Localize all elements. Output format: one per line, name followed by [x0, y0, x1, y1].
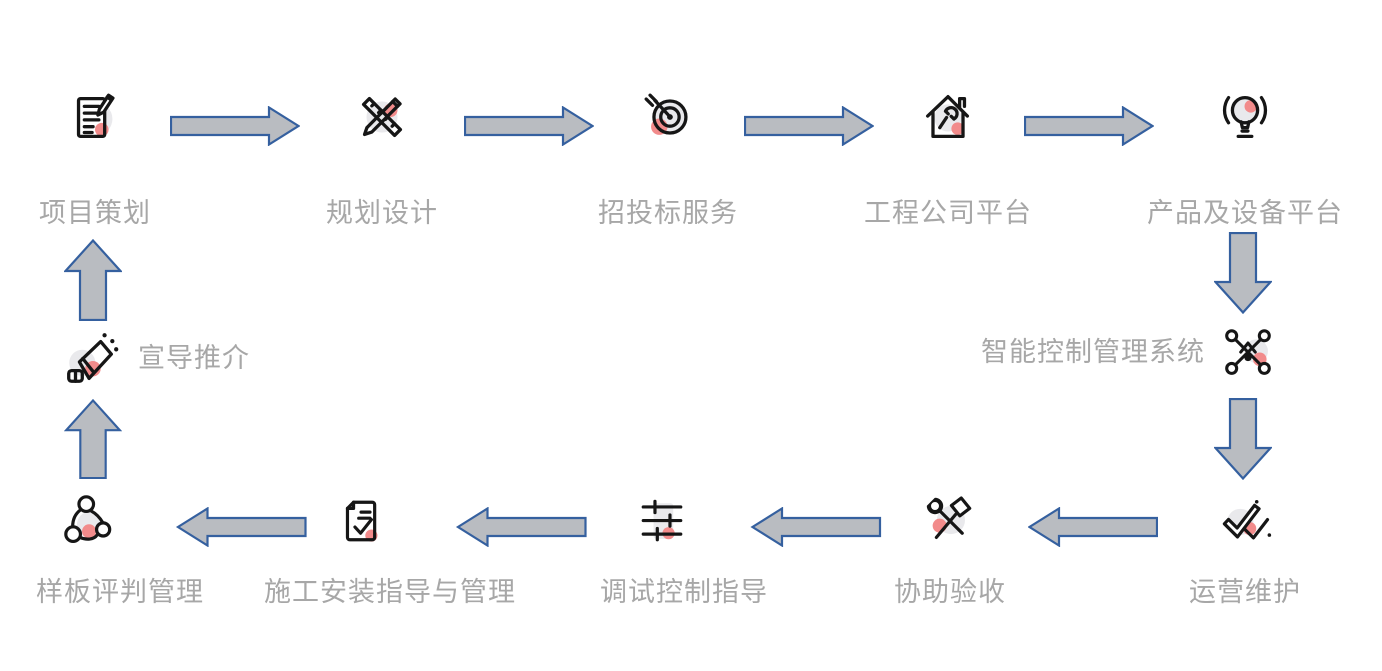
arrow-up-icon [64, 239, 122, 321]
flow-node-planning-design: 规划设计 [326, 86, 438, 229]
arrow-left-icon [750, 507, 882, 547]
node-label: 施工安装指导与管理 [264, 577, 516, 607]
network-nodes-icon [1225, 329, 1271, 375]
arrow-right-icon [170, 106, 300, 146]
arrow-right-icon [744, 106, 874, 146]
arrow-up-icon [64, 399, 122, 479]
flow-node-operation-maintenance: 运营维护 [1189, 491, 1301, 608]
arrow-left-icon [175, 507, 307, 547]
node-label: 智能控制管理系统 [981, 337, 1205, 368]
node-label: 协助验收 [894, 577, 1006, 607]
arrow-left-icon [1028, 507, 1158, 547]
document-pencil-icon [76, 93, 115, 139]
flow-node-debugging-control-guidance: 调试控制指导 [600, 491, 768, 608]
lightbulb-icon [1222, 95, 1268, 139]
document-check-icon [345, 500, 378, 542]
wrench-hammer-icon [922, 493, 972, 539]
node-label: 样板评判管理 [36, 577, 204, 607]
flow-node-product-equipment-platform: 产品及设备平台 [1147, 86, 1343, 229]
node-label: 产品及设备平台 [1147, 198, 1343, 228]
arrow-down-icon [1214, 232, 1272, 314]
node-label: 招投标服务 [598, 198, 738, 228]
arrow-down-icon [1214, 398, 1272, 480]
arrow-left-icon [455, 507, 587, 547]
flow-node-engineering-company-platform: 工程公司平台 [864, 86, 1032, 229]
flow-node-intelligent-control-management-system: 智能控制管理系统 [981, 324, 1277, 382]
flow-node-construction-installation-guidance: 施工安装指导与管理 [264, 491, 516, 608]
flow-node-bidding-service: 招投标服务 [598, 86, 738, 229]
node-label: 宣导推介 [138, 343, 250, 374]
flow-node-sample-evaluation-management: 样板评判管理 [36, 491, 204, 608]
ruler-pencil-icon [361, 96, 403, 138]
node-label: 项目策划 [39, 198, 151, 228]
node-label: 工程公司平台 [864, 198, 1032, 228]
flow-node-project-planning: 项目策划 [39, 86, 151, 229]
megaphone-icon [67, 333, 119, 383]
double-check-icon [1222, 500, 1272, 540]
molecule-icon [64, 495, 112, 544]
flow-node-acceptance-assistance: 协助验收 [894, 491, 1006, 608]
target-dart-icon [644, 93, 688, 135]
house-wrench-icon [926, 95, 970, 139]
node-label: 运营维护 [1189, 577, 1301, 607]
flow-node-promotion: 宣导推介 [60, 328, 250, 390]
arrow-right-icon [464, 106, 594, 146]
sliders-icon [641, 499, 683, 542]
node-label: 调试控制指导 [600, 577, 768, 607]
arrow-right-icon [1024, 106, 1154, 146]
node-label: 规划设计 [326, 198, 438, 228]
